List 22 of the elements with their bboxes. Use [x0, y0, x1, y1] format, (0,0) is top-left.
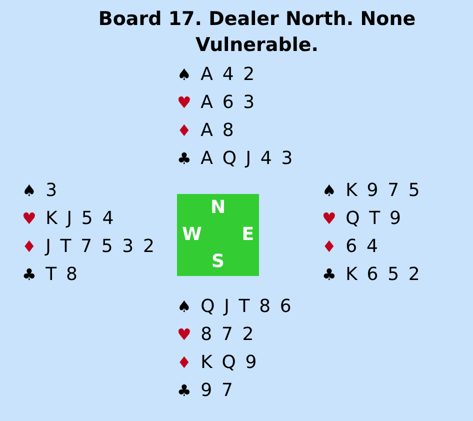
suit-holding: ♥ Q T 9 [322, 207, 403, 231]
suit-holding: ♦ J T 7 5 3 2 [22, 235, 156, 259]
compass-box [177, 194, 259, 276]
compass-letter: N [210, 197, 226, 219]
suit-holding: ♠ 3 [22, 179, 59, 203]
suit-holding: ♥ A 6 3 [177, 91, 256, 115]
suit-holding: ♥ K J 5 4 [22, 207, 116, 231]
suit-holding: ♣ A Q J 4 3 [177, 147, 294, 171]
suit-holding: ♦ A 8 [177, 119, 236, 143]
suit-holding: ♦ K Q 9 [177, 351, 259, 375]
suit-holding: ♦ 6 4 [322, 235, 380, 259]
compass-letter: S [212, 251, 224, 273]
suit-holding: ♠ Q J T 8 6 [177, 295, 294, 319]
compass-letter: W [182, 224, 202, 246]
suit-holding: ♠ K 9 7 5 [322, 179, 422, 203]
suit-holding: ♠ A 4 2 [177, 63, 256, 87]
suit-holding: ♣ T 8 [22, 263, 80, 287]
suit-holding: ♣ 9 7 [177, 379, 235, 403]
suit-holding: ♥ 8 7 2 [177, 323, 256, 347]
compass-letter: E [242, 224, 254, 246]
board-title: Board 17. Dealer North. None Vulnerable. [97, 7, 417, 58]
suit-holding: ♣ K 6 5 2 [322, 263, 422, 287]
